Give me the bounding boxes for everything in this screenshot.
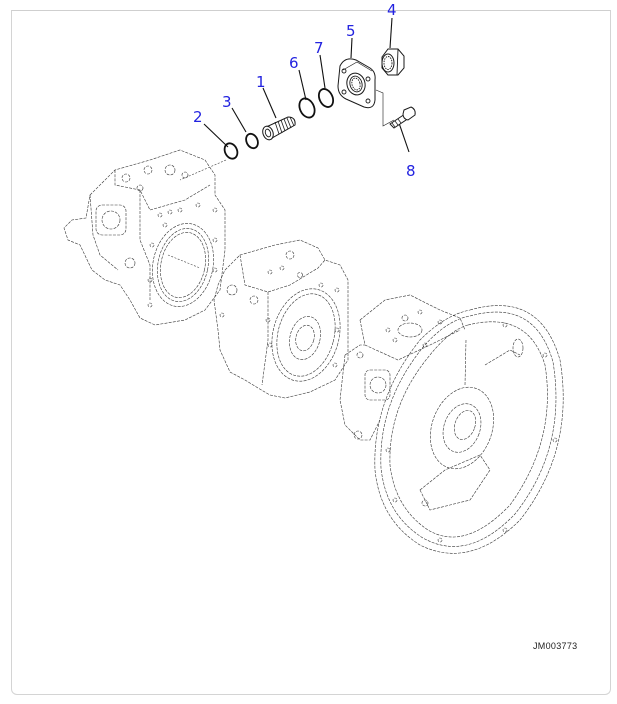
o-ring-7-icon xyxy=(317,88,335,108)
callout-6[interactable]: 6 xyxy=(289,54,299,72)
callout-4[interactable]: 4 xyxy=(387,1,397,19)
callout-8[interactable]: 8 xyxy=(406,162,416,180)
hex-nut-4-icon xyxy=(381,48,405,76)
callout-5[interactable]: 5 xyxy=(346,22,356,40)
callout-3[interactable]: 3 xyxy=(222,93,232,111)
o-ring-6-icon xyxy=(298,97,316,119)
o-ring-3-icon xyxy=(245,132,259,150)
callout-7[interactable]: 7 xyxy=(314,39,324,57)
pump-housing-rear-icon xyxy=(63,149,226,326)
leader-lines xyxy=(179,17,410,181)
flywheel-housing-icon xyxy=(339,294,564,554)
callout-2[interactable]: 2 xyxy=(193,108,203,126)
flange-plate-5-icon xyxy=(337,58,376,109)
diagram-frame xyxy=(11,10,611,695)
pump-housing-middle-icon xyxy=(213,239,349,399)
o-ring-2-icon xyxy=(223,142,239,160)
threaded-sleeve-1-icon xyxy=(262,116,296,141)
drawing-code: JM003773 xyxy=(533,641,578,651)
callout-1[interactable]: 1 xyxy=(256,73,266,91)
bolt-8-icon xyxy=(389,106,416,129)
